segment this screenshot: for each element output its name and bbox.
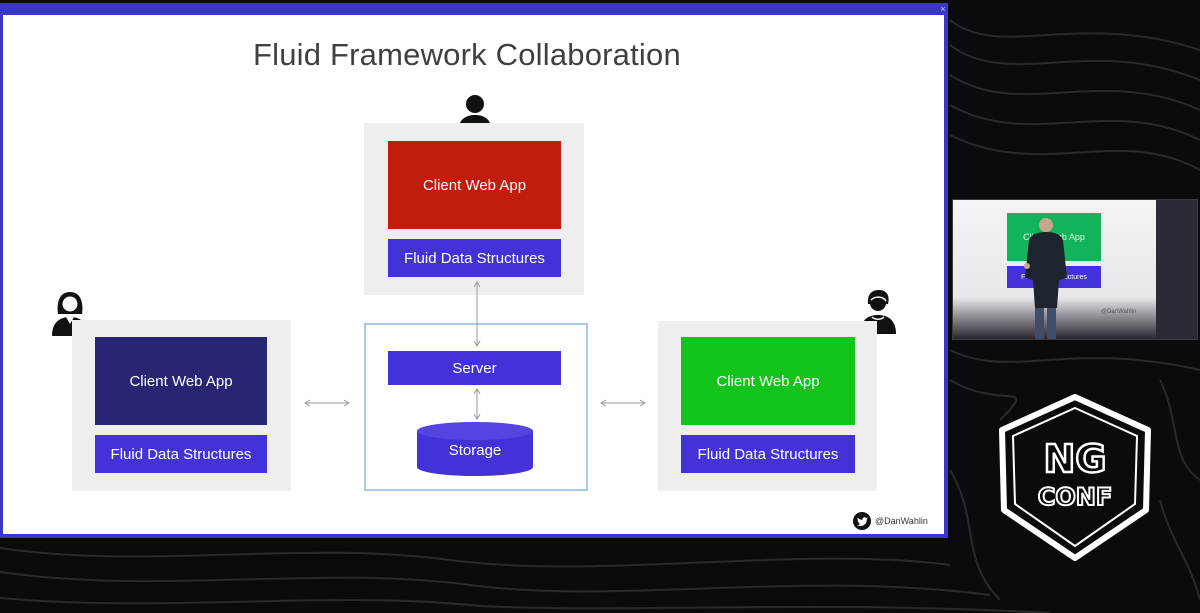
twitter-handle-label: @DanWahlin [875, 516, 928, 526]
webcam-curtain [1156, 200, 1197, 339]
slide-frame: × Fluid Framework Collaboration Client W… [0, 3, 948, 538]
storage-cylinder-icon [417, 422, 533, 476]
top-client-data-structures: Fluid Data Structures [388, 239, 561, 277]
server-box: Server [388, 351, 561, 385]
right-client-web-app-label: Client Web App [716, 372, 820, 390]
slide-title: Fluid Framework Collaboration [253, 37, 681, 72]
right-client-web-app: Client Web App [681, 337, 855, 425]
ng-conf-logo-line1: NG [1044, 437, 1107, 481]
server-label: Server [452, 359, 497, 377]
top-client-web-app: Client Web App [388, 141, 561, 229]
arrow-left-to-server-icon [304, 399, 350, 407]
slide: Fluid Framework Collaboration Client Web… [3, 15, 944, 534]
ng-conf-logo-line2: CONF [1038, 483, 1113, 511]
speaker-webcam: Client Web App Fluid Data Structures @Da… [952, 199, 1198, 340]
left-client-web-app-label: Client Web App [129, 372, 233, 390]
storage-label: Storage [448, 442, 502, 459]
speaker-figure-icon [1024, 218, 1067, 339]
arrow-server-to-storage-icon [473, 388, 481, 420]
top-client-web-app-label: Client Web App [422, 176, 527, 194]
right-client-data-structures: Fluid Data Structures [681, 435, 855, 473]
right-client-data-structures-label: Fluid Data Structures [697, 445, 839, 463]
webcam-handle: @DanWahlin [1101, 309, 1137, 315]
top-client-data-structures-label: Fluid Data Structures [404, 249, 545, 267]
left-client-data-structures-label: Fluid Data Structures [110, 445, 252, 463]
arrow-server-to-right-icon [600, 399, 646, 407]
arrow-top-to-server-icon [473, 281, 481, 347]
ng-conf-logo: NG CONF [999, 394, 1151, 561]
twitter-handle: @DanWahlin [853, 510, 928, 532]
left-client-data-structures: Fluid Data Structures [95, 435, 267, 473]
twitter-icon [853, 512, 871, 530]
left-client-web-app: Client Web App [95, 337, 267, 425]
close-icon[interactable]: × [940, 4, 946, 14]
